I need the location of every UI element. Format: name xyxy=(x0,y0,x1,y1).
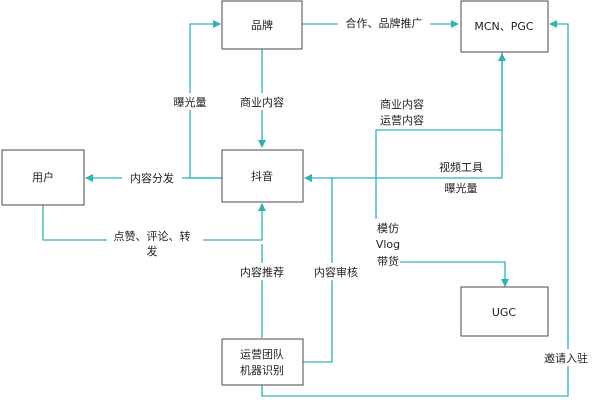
node-ops-team-label-2: 机器识别 xyxy=(240,363,284,377)
edge-invite xyxy=(261,20,569,397)
node-user-label: 用户 xyxy=(32,170,54,184)
edge-commercial-ops xyxy=(375,129,502,178)
label-vlog: Vlog xyxy=(376,238,400,251)
label-video-tools: 视频工具 xyxy=(439,160,483,174)
label-engagement-1: 点赞、评论、转 xyxy=(114,229,191,243)
node-brand-label: 品牌 xyxy=(251,18,273,32)
label-engagement-2: 发 xyxy=(147,244,158,258)
node-ugc-label: UGC xyxy=(492,306,517,319)
node-mcn-pgc[interactable]: MCN、PGC xyxy=(460,0,549,53)
node-ops-team[interactable]: 运营团队 机器识别 xyxy=(221,338,304,386)
label-exposure-right: 曝光量 xyxy=(445,181,478,195)
node-douyin-label: 抖音 xyxy=(251,169,273,183)
label-sell-goods: 带货 xyxy=(377,254,399,268)
node-douyin[interactable]: 抖音 xyxy=(221,149,304,203)
node-ugc[interactable]: UGC xyxy=(460,286,549,337)
label-commercial-ops-2: 运营内容 xyxy=(380,113,424,127)
node-mcn-pgc-label: MCN、PGC xyxy=(474,20,534,33)
label-commercial-content: 商业内容 xyxy=(240,95,284,109)
connectors xyxy=(42,20,569,397)
label-cooperation: 合作、品牌推广 xyxy=(346,16,423,30)
label-exposure-left: 曝光量 xyxy=(174,95,207,109)
edge-labels: 合作、品牌推广 曝光量 商业内容 商业内容 运营内容 视频工具 曝光量 内容分发… xyxy=(107,14,592,366)
label-content-recommend: 内容推荐 xyxy=(240,265,284,279)
node-user[interactable]: 用户 xyxy=(1,149,85,206)
node-brand[interactable]: 品牌 xyxy=(221,0,303,50)
label-content-distribution: 内容分发 xyxy=(130,171,174,185)
node-ops-team-label-1: 运营团队 xyxy=(240,347,284,361)
label-invite: 邀请入驻 xyxy=(544,351,588,365)
label-content-review: 内容审核 xyxy=(314,265,358,279)
label-commercial-ops-1: 商业内容 xyxy=(380,97,424,111)
label-imitate: 模仿 xyxy=(377,222,399,235)
